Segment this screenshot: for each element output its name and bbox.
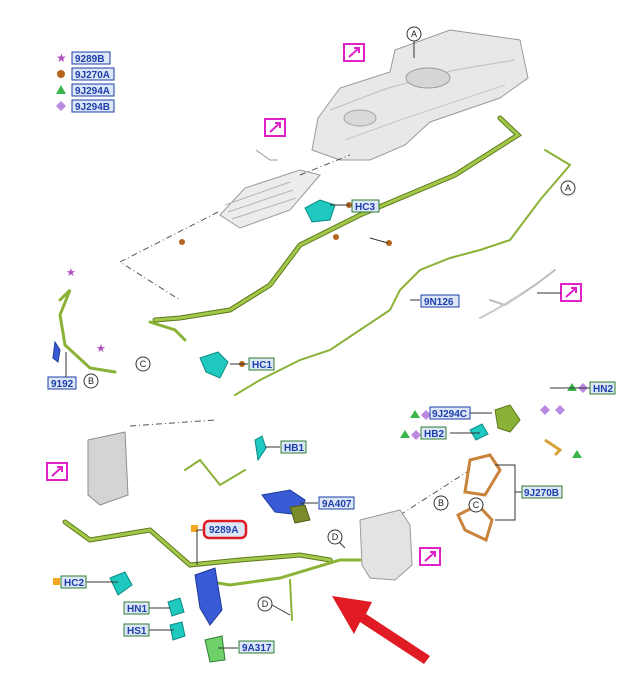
svg-text:9A317: 9A317	[242, 643, 272, 654]
svg-text:HC2: HC2	[64, 578, 84, 589]
svg-text:D: D	[262, 599, 269, 609]
callout-d-bottom: D	[257, 596, 273, 612]
code-label-9j294c: 9J294C	[429, 406, 471, 420]
svg-text:HN1: HN1	[127, 604, 147, 615]
code-label-hn2: HN2	[589, 381, 616, 395]
svg-text:HS1: HS1	[127, 626, 147, 637]
legend-box-9j294b	[71, 99, 115, 113]
callout-b-left: B	[83, 373, 99, 389]
code-label-hc1: HC1	[248, 357, 275, 371]
legend-code-9j294a: 9J294A	[75, 86, 110, 97]
svg-text:C: C	[473, 500, 480, 510]
code-label-9n126: 9N126	[420, 294, 460, 308]
legend-code-9289b: 9289B	[75, 54, 104, 65]
legend-code-9j270a: 9J270A	[75, 70, 110, 81]
fuel-tank	[311, 29, 529, 161]
callout-a-right: A	[560, 180, 576, 196]
svg-text:9192: 9192	[51, 379, 74, 390]
code-label-hc3: HC3	[351, 199, 380, 213]
svg-text:HB1: HB1	[284, 443, 304, 454]
svg-text:★: ★	[96, 343, 106, 355]
code-label-hn1: HN1	[123, 601, 150, 615]
code-label-hb1: HB1	[280, 440, 307, 454]
code-label-9289a[interactable]: 9289A	[202, 519, 248, 540]
code-label-hc2: HC2	[60, 575, 87, 589]
legend-box-9289b	[71, 51, 111, 65]
legend-triangle-icon	[56, 85, 66, 94]
svg-text:9J294C: 9J294C	[432, 409, 467, 420]
callout-c-right: C	[468, 497, 484, 513]
code-label-9a317: 9A317	[238, 640, 275, 654]
svg-text:A: A	[565, 183, 571, 193]
expand-icon[interactable]	[46, 462, 68, 481]
svg-text:B: B	[88, 376, 94, 386]
svg-text:9J270B: 9J270B	[524, 488, 559, 499]
highlight-arrow	[332, 596, 430, 664]
svg-text:9N126: 9N126	[424, 297, 454, 308]
svg-text:B: B	[438, 498, 444, 508]
svg-text:HC3: HC3	[355, 202, 375, 213]
svg-text:★: ★	[66, 267, 76, 279]
svg-text:HB2: HB2	[424, 429, 444, 440]
svg-text:9289A: 9289A	[209, 525, 238, 536]
markers: ★ ★	[53, 202, 588, 585]
legend: ★ 9289B 9J270A 9J294A 9J294B	[56, 51, 115, 113]
expand-icon[interactable]	[419, 547, 441, 566]
evap-canister-bracket	[219, 149, 321, 229]
expand-icon[interactable]	[264, 118, 286, 137]
svg-text:A: A	[411, 29, 417, 39]
legend-box-9j294a	[71, 83, 115, 97]
parts	[52, 199, 563, 663]
svg-text:HC1: HC1	[252, 360, 272, 371]
code-label-9a407: 9A407	[318, 496, 355, 510]
code-label-hs1: HS1	[123, 623, 150, 637]
expand-icon[interactable]	[343, 43, 365, 62]
expand-icon[interactable]	[560, 283, 582, 302]
code-label-9j270b: 9J270B	[521, 485, 563, 499]
legend-box-9j270a	[71, 67, 115, 81]
callout-leaders	[65, 204, 590, 649]
fuel-lines	[58, 115, 572, 621]
callout-d-mid: D	[327, 529, 343, 545]
svg-text:9A407: 9A407	[322, 499, 352, 510]
callout-c-left: C	[135, 356, 151, 372]
legend-circle-icon	[57, 70, 65, 78]
legend-code-9j294b: 9J294B	[75, 102, 110, 113]
svg-text:HN2: HN2	[593, 384, 613, 395]
legend-star-icon: ★	[56, 51, 67, 65]
legend-diamond-icon	[56, 101, 66, 111]
callout-a-top: A	[406, 26, 422, 42]
callout-b-right: B	[433, 495, 449, 511]
leader-lines	[118, 154, 471, 516]
svg-text:C: C	[140, 359, 147, 369]
code-label-9192: 9192	[47, 376, 77, 390]
svg-text:D: D	[332, 532, 339, 542]
code-label-hb2: HB2	[420, 426, 447, 440]
